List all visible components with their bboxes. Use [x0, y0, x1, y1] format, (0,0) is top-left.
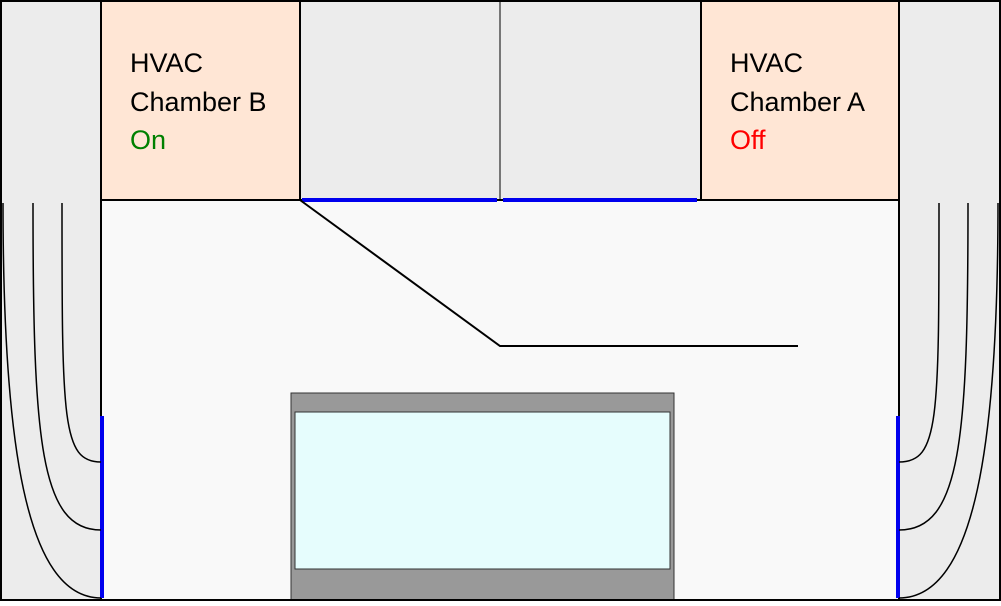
chamber-a-status: Off [730, 125, 766, 155]
airflow-curve [2, 202, 102, 599]
airflow-curve [61, 202, 102, 463]
chamber-b-label: HVAC Chamber B On [130, 44, 267, 160]
airflow-curve [898, 202, 999, 599]
airflow-curves-right [898, 202, 999, 599]
chamber-b-name-line2: Chamber B [130, 86, 267, 117]
hvac-chamber-a[interactable] [700, 0, 900, 201]
duct-connector-line [299, 199, 798, 347]
airflow-curves-left [2, 202, 102, 599]
chamber-a-label: HVAC Chamber A Off [730, 44, 865, 160]
airflow-curve [898, 202, 940, 463]
chamber-a-name-line1: HVAC [730, 48, 804, 78]
chamber-b-status: On [130, 125, 167, 155]
airflow-curve [898, 202, 969, 531]
chamber-a-name-line2: Chamber A [730, 86, 866, 117]
chamber-b-name-line1: HVAC [130, 48, 204, 78]
airflow-curve [32, 202, 102, 531]
central-unit-screen [294, 411, 671, 570]
hvac-chamber-b[interactable] [100, 0, 301, 201]
